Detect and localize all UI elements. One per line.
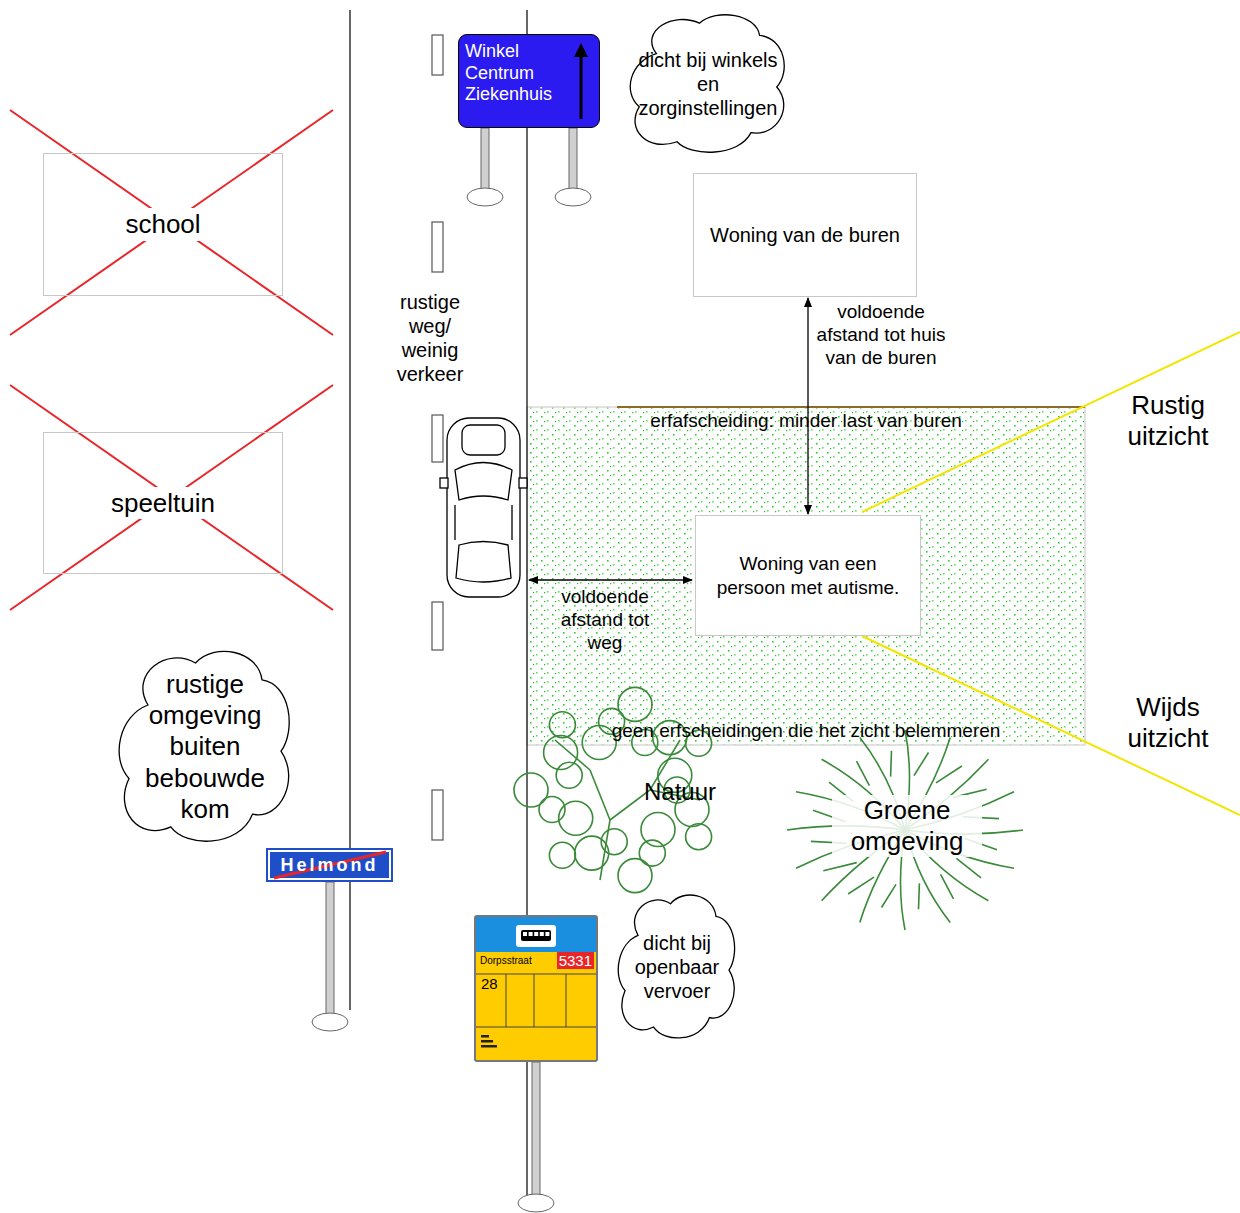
sign-node: Winkel Centrum Ziekenhuis	[458, 34, 600, 128]
car	[440, 418, 527, 597]
place-sign-strike	[274, 852, 386, 878]
box-label: school	[123, 208, 202, 241]
bus-node: Dorpsstraat 5331 28	[474, 915, 598, 1062]
note-label: rustige weg/ weinig verkeer	[388, 290, 472, 386]
fence-note: geen erfscheidingen die het zicht belemm…	[527, 720, 1085, 742]
connector	[807, 298, 808, 514]
road-dashes	[432, 35, 443, 840]
place-sign	[266, 848, 393, 882]
distance-arrow	[529, 579, 692, 580]
place-sign-border	[269, 851, 390, 879]
route-number: 28	[481, 975, 498, 992]
fence-note: erfafscheiding: minder last van buren	[527, 410, 1085, 432]
callout-text: dicht bij winkels en zorginstellingen	[636, 48, 780, 120]
box-node: school	[43, 153, 283, 296]
note-label: voldoende afstand tot weg	[543, 586, 667, 654]
box-node: speeltuin	[43, 432, 283, 574]
sign-text: Winkel Centrum Ziekenhuis	[465, 41, 565, 106]
note-label: Wijds uitzicht	[1108, 692, 1228, 754]
garden-node: erfafscheiding: minder last van buren gee…	[527, 407, 1085, 745]
box-label: Woning van de buren	[710, 223, 900, 248]
place-node: Helmond	[266, 848, 393, 882]
garden-ground	[527, 407, 1085, 745]
box-label: Woning van een persoon met autisme.	[704, 552, 912, 600]
fence-line	[617, 406, 1085, 408]
arrow-symbol	[571, 41, 591, 121]
line-number: 5331	[557, 952, 594, 969]
callout-text: dicht bij openbaar vervoer	[626, 931, 728, 1003]
callout-text: rustige omgeving buiten bebouwde kom	[124, 669, 286, 825]
house-node: Woning van een persoon met autisme.	[695, 515, 921, 636]
house-node: Woning van de buren	[693, 173, 917, 297]
callout-cloud: dicht bij winkels en zorginstellingen	[622, 8, 794, 160]
edge-label: voldoende afstand tot huis van de buren	[816, 301, 946, 369]
note-label: Rustig uitzicht	[1108, 390, 1228, 452]
callout-cloud: dicht bij openbaar vervoer	[612, 888, 742, 1046]
note-label: Groene omgeving	[832, 795, 982, 857]
place-name: Helmond	[280, 855, 378, 876]
box-label: speeltuin	[109, 487, 217, 520]
callout-cloud: rustige omgeving buiten bebouwde kom	[110, 642, 300, 852]
stop-name: Dorpsstraat	[480, 955, 532, 966]
cross-out	[10, 110, 333, 610]
note-label: Natuur	[624, 778, 736, 807]
